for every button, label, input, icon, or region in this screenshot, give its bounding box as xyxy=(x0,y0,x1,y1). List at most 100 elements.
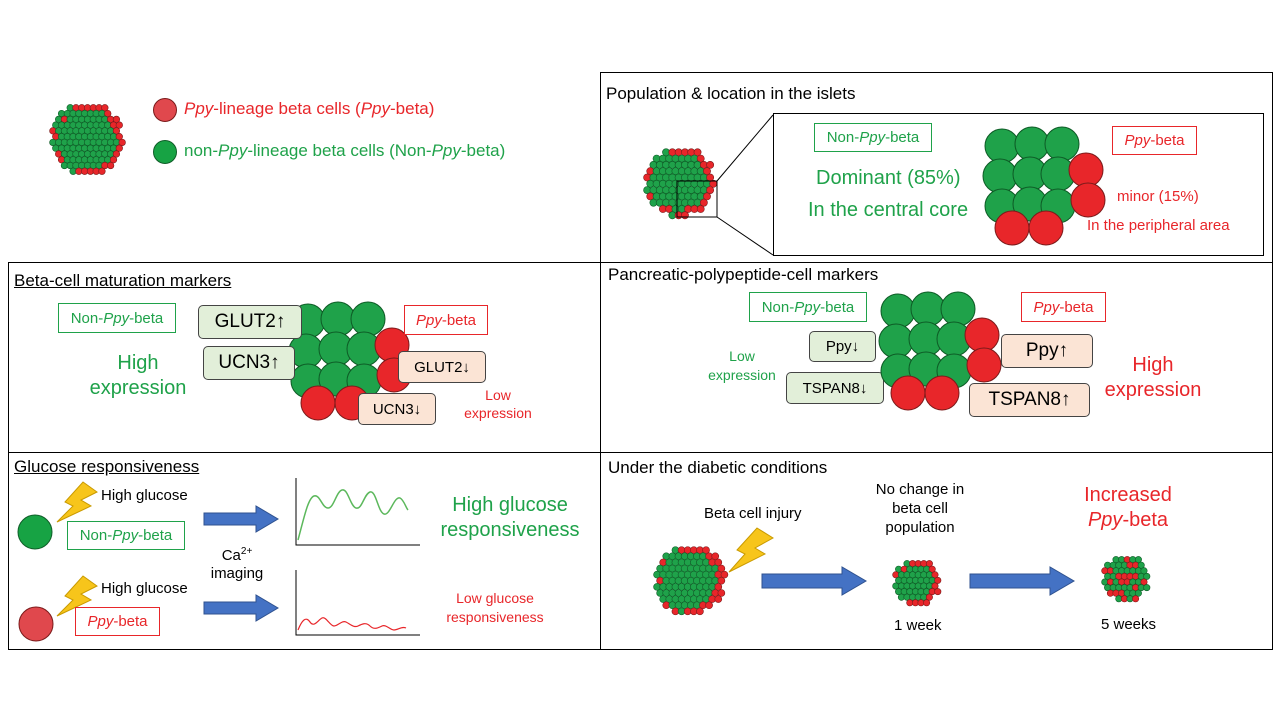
diabetic-islet-week5 xyxy=(1101,556,1151,603)
ppy-cell xyxy=(925,560,933,568)
non-ppy-cell xyxy=(1044,126,1080,162)
ppy-cell xyxy=(699,198,708,207)
arrow-right-icon xyxy=(203,505,279,533)
ppy-cell xyxy=(1028,210,1064,246)
ppy-cell xyxy=(98,167,106,175)
non-ppy-cell xyxy=(320,301,356,337)
maturation-nonppy-label: Non-Ppy-beta xyxy=(58,303,176,333)
non-ppy-cell xyxy=(1014,126,1050,162)
ppy-cell xyxy=(931,582,939,590)
ppy-cell xyxy=(1068,152,1104,188)
non-ppy-cell xyxy=(1134,556,1142,564)
ppy-cell xyxy=(717,564,726,573)
glucose-nonppy-label: Non-Ppy-beta xyxy=(67,521,185,550)
non-ppy-cell xyxy=(940,291,976,327)
ppy-cell xyxy=(890,375,926,411)
ppy-cell xyxy=(1140,578,1148,586)
ppy-cell xyxy=(720,570,729,579)
ppy-cell xyxy=(714,595,723,603)
week5-label: 5 weeks xyxy=(1101,616,1157,633)
arrow-right-icon xyxy=(969,566,1075,596)
pp-markers-title: Pancreatic-polypeptide-cell markers xyxy=(608,265,879,284)
ppy-cell xyxy=(934,576,942,584)
central-core-text: In the central core xyxy=(808,199,969,221)
glut2-up-tag: GLUT2↑ xyxy=(198,305,302,339)
ucn3-down-tag: UCN3↓ xyxy=(358,393,436,425)
ppy-cell xyxy=(115,121,123,129)
lightning-icon xyxy=(56,575,98,617)
ppy-cell xyxy=(934,588,942,596)
non-ppy-cell xyxy=(910,291,946,327)
ppy-up-tag: Ppy↑ xyxy=(1001,334,1093,368)
ppy-cell xyxy=(112,115,121,123)
tspan8-up-tag: TSPAN8↑ xyxy=(969,383,1090,417)
legend-green-dot xyxy=(153,140,177,164)
population-islet xyxy=(643,148,718,220)
legend-ppy-text: Ppy-lineage beta cells (Ppy-beta) xyxy=(184,99,435,118)
arrow-right-icon xyxy=(203,594,279,622)
pp-ppy-label: Ppy-beta xyxy=(1021,292,1106,322)
ppy-cell xyxy=(931,571,939,579)
ppy-cell xyxy=(705,601,713,610)
ppy-cell xyxy=(714,583,723,591)
ppy-cell xyxy=(104,109,112,118)
lightning-icon xyxy=(56,481,98,523)
ppy-cell xyxy=(706,160,715,169)
glucose-green-cell xyxy=(17,514,53,550)
non-ppy-cell xyxy=(982,158,1018,194)
ppy-cell xyxy=(696,205,705,213)
peripheral-text: In the peripheral area xyxy=(1087,217,1230,234)
non-ppy-cell xyxy=(1143,584,1151,592)
lightning-icon xyxy=(728,527,774,573)
glut2-down-tag: GLUT2↓ xyxy=(398,351,486,383)
ppy-cell xyxy=(923,599,931,607)
glucose-red-cell xyxy=(18,606,54,642)
week1-label: 1 week xyxy=(894,617,942,634)
ppy-cell xyxy=(300,385,336,421)
population-ppy-label: Ppy-beta xyxy=(1112,126,1197,155)
minor-text: minor (15%) xyxy=(1117,188,1199,205)
ppy-cell xyxy=(115,133,123,141)
ppy-cell xyxy=(703,167,711,176)
ca-imaging-label: Ca2+ imaging xyxy=(210,546,264,582)
population-nonppy-label: Non-Ppy-beta xyxy=(814,123,932,152)
ppy-cell xyxy=(696,154,705,163)
glucose-title: Glucose responsiveness xyxy=(14,457,200,476)
non-ppy-cell xyxy=(984,128,1020,164)
ppy-cell xyxy=(928,565,936,573)
non-ppy-cell xyxy=(1134,589,1142,597)
ppy-cell xyxy=(1070,182,1106,218)
pp-cell-cluster xyxy=(878,291,1002,411)
ppy-cell xyxy=(994,210,1030,246)
ppy-cell xyxy=(924,375,960,411)
ppy-cell xyxy=(693,148,702,157)
ppy-cell xyxy=(109,156,118,164)
ppy-cell xyxy=(717,576,726,585)
high-glucose-label-1: High glucose xyxy=(101,487,188,504)
legend-nonppy-text: non-Ppy-lineage beta cells (Non-Ppy-beta… xyxy=(184,141,506,160)
non-ppy-cell xyxy=(1140,567,1148,575)
ppy-cell xyxy=(118,138,126,147)
ppy-cell xyxy=(717,589,726,597)
ppy-down-tag: Ppy↓ xyxy=(809,331,876,362)
tspan8-down-tag: TSPAN8↓ xyxy=(786,372,884,404)
legend-red-dot xyxy=(153,98,177,122)
non-ppy-cell xyxy=(878,323,914,359)
ppy-cell xyxy=(966,347,1002,383)
maturation-title: Beta-cell maturation markers xyxy=(14,271,232,290)
ppy-cell xyxy=(702,546,710,554)
ppy-cell xyxy=(696,607,704,616)
calcium-trace-high xyxy=(295,478,420,546)
beta-cell-injury-label: Beta cell injury xyxy=(704,505,802,522)
ppy-cell xyxy=(107,161,115,170)
calcium-trace-low xyxy=(295,570,420,636)
population-title: Population & location in the islets xyxy=(606,84,856,103)
pp-nonppy-label: Non-Ppy-beta xyxy=(749,292,867,322)
arrow-right-icon xyxy=(761,566,867,596)
ppy-cell xyxy=(101,104,109,112)
ppy-cell xyxy=(112,127,121,135)
